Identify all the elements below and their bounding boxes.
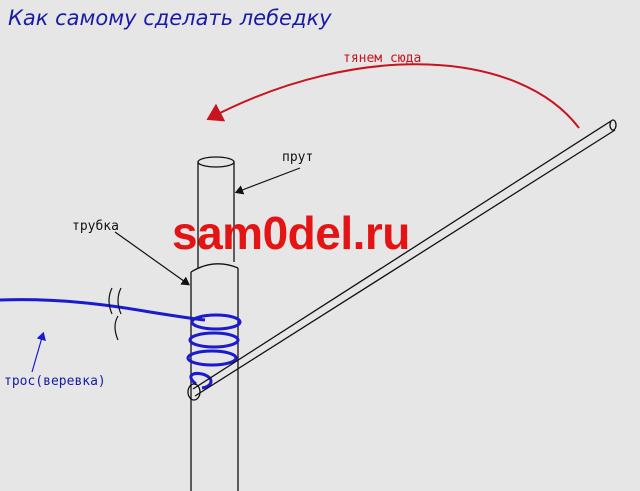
tube xyxy=(190,263,239,491)
pull-direction-arrow xyxy=(206,63,580,129)
lever-rod xyxy=(187,119,617,401)
site-watermark: sam0del.ru xyxy=(172,207,410,259)
pull-here-label: тянем сюда xyxy=(343,51,422,66)
tube-pointer xyxy=(114,231,190,286)
tube-label: трубка xyxy=(72,219,119,234)
rope-pointer xyxy=(31,331,46,373)
rope-label: трос(веревка) xyxy=(4,374,106,389)
rod-label: прут xyxy=(282,150,314,165)
rope xyxy=(0,298,242,390)
rod xyxy=(197,156,235,268)
page-title: Как самому сделать лебедку xyxy=(8,6,332,30)
rope-break-mark xyxy=(108,287,122,341)
rod-pointer xyxy=(234,167,301,195)
